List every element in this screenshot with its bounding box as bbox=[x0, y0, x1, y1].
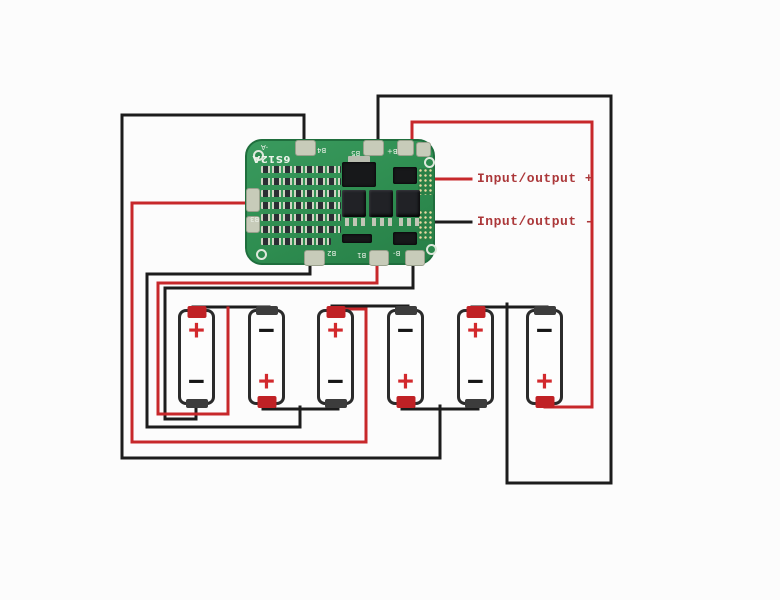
pad-b4 bbox=[295, 140, 316, 156]
silkscreen-b-plus: B+ bbox=[387, 147, 398, 155]
mosfet-1 bbox=[342, 190, 366, 217]
battery-negative-cap bbox=[185, 399, 208, 408]
resistor-row bbox=[261, 226, 341, 233]
pad-b-minus bbox=[405, 250, 425, 266]
resistor-row bbox=[261, 166, 341, 173]
wire-b2-balance bbox=[145, 260, 312, 429]
pad-b1 bbox=[369, 250, 389, 266]
silkscreen-b4: B4 bbox=[317, 146, 327, 154]
mosfet-leg bbox=[361, 218, 365, 226]
battery-negative-cap bbox=[533, 306, 556, 315]
battery-negative-cap bbox=[394, 306, 417, 315]
pad-left-lower bbox=[246, 216, 260, 233]
battery-minus-symbol: − bbox=[397, 315, 414, 347]
pad-b-plus-2 bbox=[416, 142, 431, 157]
battery-positive-cap bbox=[535, 396, 554, 408]
pcb-board: -A 6S12A B4 B5 B+ B3 B2 B1 B- bbox=[245, 139, 437, 266]
silkscreen-b2: B2 bbox=[327, 249, 337, 257]
battery-positive-cap bbox=[466, 306, 485, 318]
mosfet-3 bbox=[396, 190, 420, 217]
battery-plus-symbol: + bbox=[467, 315, 484, 347]
battery-positive-cap bbox=[326, 306, 345, 318]
ic-tab bbox=[348, 156, 370, 163]
battery-minus-symbol: − bbox=[188, 366, 205, 398]
battery-minus-symbol: − bbox=[467, 366, 484, 398]
resistor-row bbox=[261, 202, 341, 209]
silkscreen-model: 6S12A bbox=[252, 153, 291, 164]
pad-b3 bbox=[246, 188, 260, 212]
battery-plus-symbol: + bbox=[536, 366, 553, 398]
battery-cell-1: + − bbox=[178, 306, 215, 408]
battery-plus-symbol: + bbox=[327, 315, 344, 347]
mosfet-2 bbox=[369, 190, 393, 217]
small-component bbox=[393, 232, 417, 245]
pad-b5 bbox=[363, 140, 384, 156]
resistor-row bbox=[261, 190, 341, 197]
mosfet-leg bbox=[372, 218, 376, 226]
io-plus-label: Input/output + bbox=[477, 171, 594, 186]
via-cluster-p-minus bbox=[418, 210, 434, 241]
battery-cell-4: − + bbox=[387, 306, 424, 408]
via-cluster-p-plus bbox=[418, 168, 434, 195]
mosfet-leg bbox=[345, 218, 349, 226]
wire-b3-balance bbox=[130, 201, 368, 444]
silkscreen-b3: B3 bbox=[250, 215, 260, 223]
mosfet-leg bbox=[415, 218, 419, 226]
battery-minus-symbol: − bbox=[258, 315, 275, 347]
battery-minus-symbol: − bbox=[536, 315, 553, 347]
battery-plus-symbol: + bbox=[188, 315, 205, 347]
silkscreen-rev: -A bbox=[261, 143, 269, 151]
wire-b-plus bbox=[410, 120, 594, 409]
mosfet-leg bbox=[353, 218, 357, 226]
silkscreen-b1: B1 bbox=[357, 251, 367, 259]
io-minus-label: Input/output - bbox=[477, 214, 594, 229]
pad-b-plus bbox=[397, 140, 414, 156]
main-ic bbox=[342, 162, 376, 187]
mount-hole bbox=[426, 244, 437, 255]
battery-cell-6: − + bbox=[526, 306, 563, 408]
battery-plus-symbol: + bbox=[258, 366, 275, 398]
battery-cell-3: + − bbox=[317, 306, 354, 408]
mosfet-leg bbox=[399, 218, 403, 226]
wire-b4-balance bbox=[120, 113, 442, 460]
mosfet-leg bbox=[380, 218, 384, 226]
mosfet-leg bbox=[407, 218, 411, 226]
battery-positive-cap bbox=[396, 396, 415, 408]
silkscreen-b5: B5 bbox=[351, 149, 361, 157]
resistor-row bbox=[261, 214, 341, 221]
mount-hole bbox=[424, 157, 435, 168]
secondary-ic bbox=[393, 167, 417, 184]
battery-cell-5: + − bbox=[457, 306, 494, 408]
resistor-row bbox=[261, 238, 331, 245]
battery-positive-cap bbox=[187, 306, 206, 318]
battery-negative-cap bbox=[255, 306, 278, 315]
battery-negative-cap bbox=[324, 399, 347, 408]
battery-plus-symbol: + bbox=[397, 366, 414, 398]
resistor-row bbox=[261, 178, 341, 185]
pad-b2 bbox=[304, 250, 325, 266]
silkscreen-b-minus: B- bbox=[393, 249, 401, 257]
battery-negative-cap bbox=[464, 399, 487, 408]
mosfet-leg bbox=[388, 218, 392, 226]
small-component bbox=[342, 234, 372, 243]
mount-hole bbox=[256, 249, 267, 260]
battery-cell-2: − + bbox=[248, 306, 285, 408]
wire-b-minus bbox=[163, 260, 415, 421]
battery-positive-cap bbox=[257, 396, 276, 408]
battery-minus-symbol: − bbox=[327, 366, 344, 398]
wire-b5-balance bbox=[376, 94, 613, 485]
wire-b1-balance bbox=[156, 260, 379, 416]
mount-hole bbox=[253, 150, 264, 161]
